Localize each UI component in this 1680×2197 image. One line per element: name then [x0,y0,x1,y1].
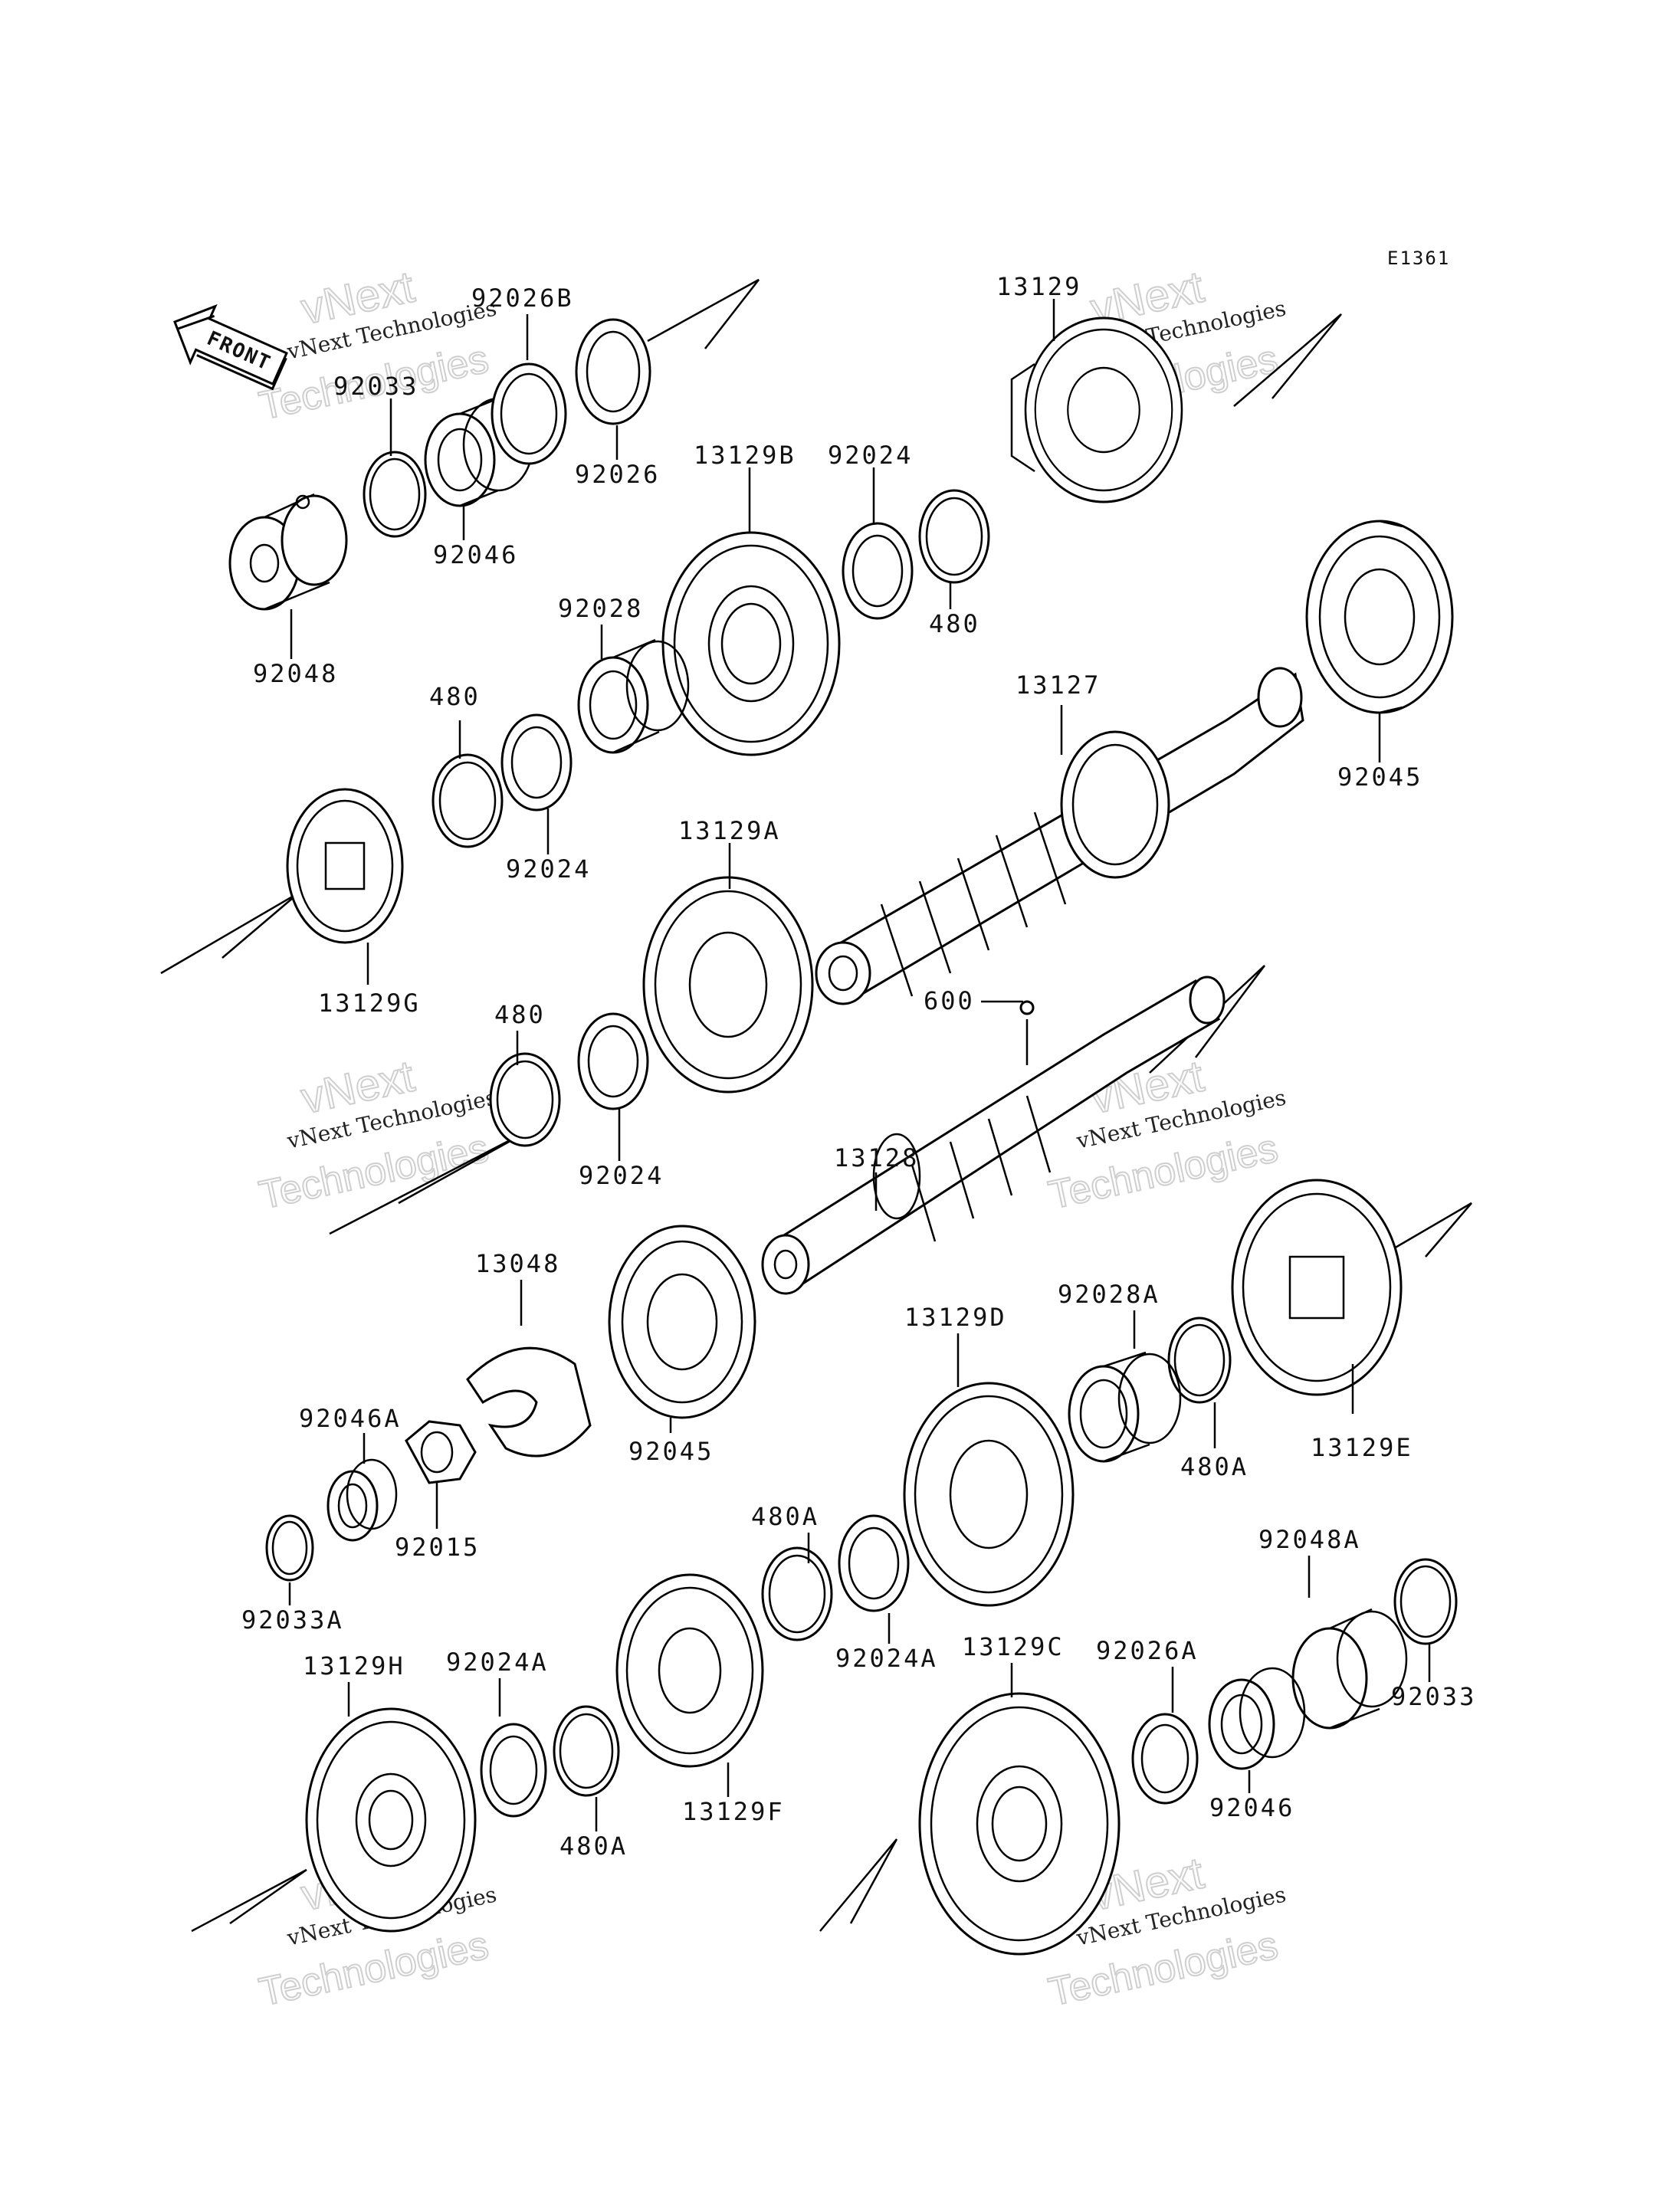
circlip-480-b [431,753,504,848]
label-92024A-a: 92024A [835,1644,938,1673]
bushing-92024-c [577,1012,649,1110]
label-92045-b: 92045 [628,1437,714,1466]
gear-13129E [1231,1179,1403,1396]
circlip-92033-bot [1393,1558,1458,1645]
label-13129G: 13129G [318,989,421,1018]
gear-13129G [286,788,404,944]
circlip-480A-b [761,1546,833,1641]
label-480A-c: 480A [559,1831,628,1861]
gear-13129A [642,876,814,1094]
label-92045-a: 92045 [1337,762,1422,792]
shaft-13128 [761,976,1226,1295]
label-92048: 92048 [253,659,338,688]
label-92033-top: 92033 [333,372,418,401]
label-480A-a: 480A [1180,1452,1249,1481]
label-92048A: 92048A [1258,1525,1361,1554]
needle-bearing-92046A [326,1458,398,1542]
front-arrow-icon: FRONT [173,304,288,391]
label-92026A: 92026A [1096,1636,1199,1665]
bearing-92045-a [1305,520,1454,714]
label-92028A: 92028A [1058,1280,1160,1309]
bushing-92028 [577,638,690,754]
gear-13129H [305,1707,477,1933]
watermark-ml: vNext vNext Technologies Technologies [254,1051,498,1219]
label-92046-top: 92046 [433,540,518,569]
label-92033A: 92033A [241,1605,344,1635]
label-13129D: 13129D [904,1303,1007,1332]
gear-13129 [1010,316,1183,503]
label-600: 600 [924,986,975,1015]
circlip-480A-a [1167,1317,1232,1404]
label-480A-b: 480A [751,1502,819,1531]
gear-13129C [918,1692,1121,1956]
circlip-92033-top [363,451,427,538]
label-13129E: 13129E [1311,1433,1413,1462]
gear-13129D [903,1382,1075,1607]
label-92046-bot: 92046 [1209,1793,1294,1822]
diagram-code: E1361 [1387,248,1450,269]
label-13129H: 13129H [303,1651,405,1681]
circlip-480-a [918,489,990,584]
label-92028: 92028 [558,594,643,623]
collar-92048 [228,493,348,611]
label-92026: 92026 [575,460,660,489]
bushing-92024-a [842,522,914,620]
circlip-92033A [265,1514,314,1582]
label-92024A-b: 92024A [446,1648,549,1677]
needle-bearing-92046-bot [1208,1667,1306,1770]
label-13127: 13127 [1016,671,1101,700]
label-13128: 13128 [834,1143,919,1172]
bushing-92024A-b [480,1723,547,1818]
bushing-92028A [1068,1351,1182,1463]
label-13129: 13129 [996,272,1081,301]
label-92046A: 92046A [299,1404,402,1433]
label-480-b: 480 [429,682,481,711]
label-92024-c: 92024 [579,1161,664,1190]
label-13129C: 13129C [962,1632,1065,1661]
nut-92015 [405,1420,477,1484]
label-92026B: 92026B [471,284,574,313]
label-92024-a: 92024 [828,441,913,470]
gear-13129F [615,1573,764,1768]
washer-92026A [1131,1713,1199,1805]
label-92033-bot: 92033 [1391,1682,1476,1711]
label-92015: 92015 [395,1533,480,1562]
label-13129A: 13129A [678,816,781,845]
washer-92026B [491,362,567,465]
label-13048: 13048 [475,1249,560,1278]
gear-13129B [661,531,841,756]
leader-lines [288,299,1431,1831]
washer-92026 [575,318,651,425]
shaft-13127 [815,667,1304,1005]
bushing-92024-b [500,713,573,812]
label-13129B: 13129B [694,441,796,470]
label-92024-b: 92024 [506,854,591,884]
circlip-480A-c [553,1705,620,1797]
cam-13048 [466,1346,592,1458]
bearing-92045-b [608,1225,756,1419]
label-13129F: 13129F [682,1797,785,1826]
circlip-480-c [489,1052,561,1147]
label-480-a: 480 [929,609,980,638]
collar-92048A [1291,1608,1408,1730]
bushing-92024A-a [838,1514,910,1612]
part-labels: 92026B 92033 92026 92046 92048 13129 131… [241,272,1476,1861]
watermark-tl: vNext vNext Technologies Technologies [254,261,498,430]
label-480-c: 480 [494,1000,546,1029]
